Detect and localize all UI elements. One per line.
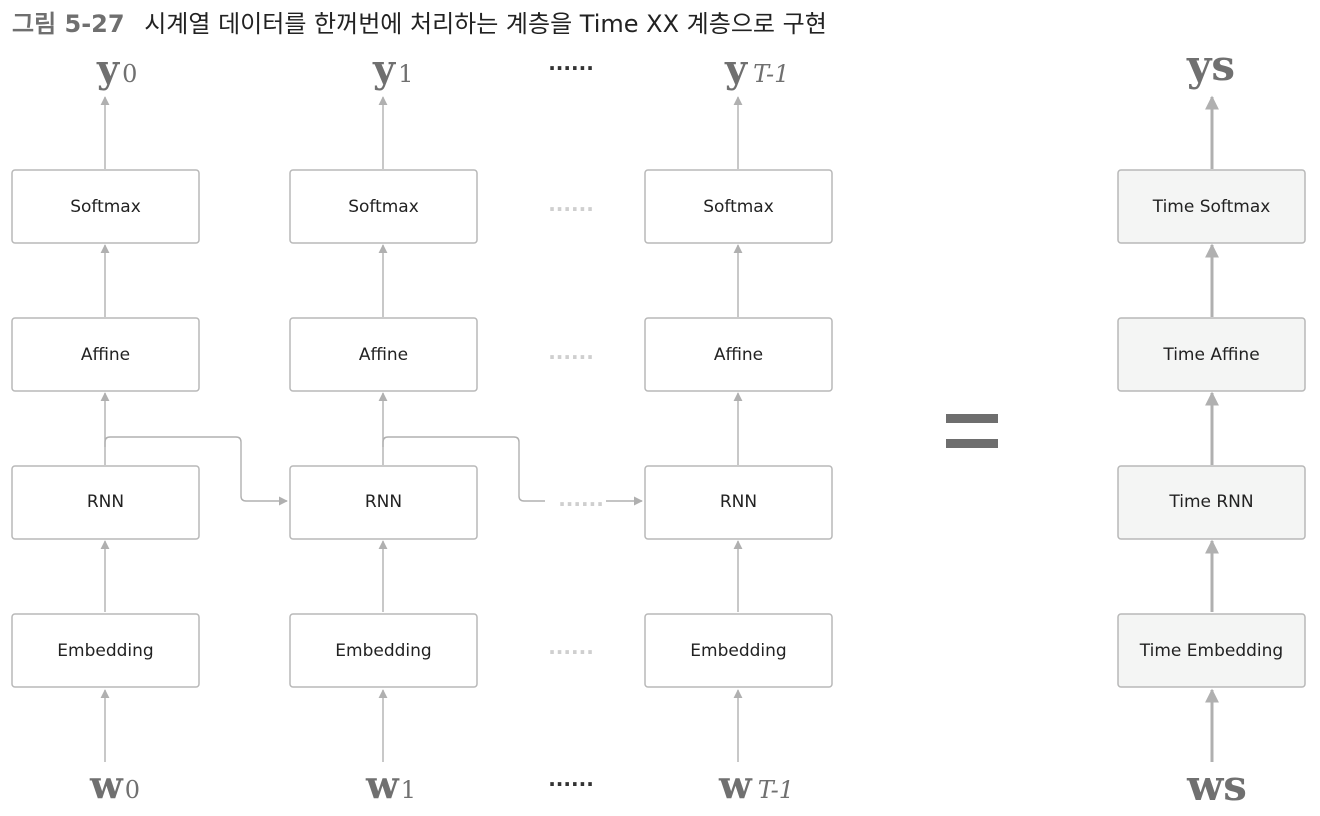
softmax-label-1: Softmax: [348, 197, 419, 217]
softmax-box-last: Softmax: [644, 169, 833, 244]
equals-sign: [946, 414, 998, 448]
affine-label-last: Affine: [714, 345, 763, 365]
embedding-box-1: Embedding: [289, 613, 478, 688]
softmax-label-last: Softmax: [703, 197, 774, 217]
softmax-label-0: Softmax: [70, 197, 141, 217]
recurrent-arrow-0-to-1: [104, 436, 288, 506]
equals-bar-bottom: [946, 439, 998, 448]
time-embedding-label: Time Embedding: [1139, 641, 1283, 661]
embedding-label-last: Embedding: [690, 641, 786, 661]
input-label-0: w0: [89, 762, 140, 807]
ellipsis-group: ...... ...... ...... ...... ...... .....…: [548, 51, 643, 791]
recurrent-arrow-1-out: [382, 436, 545, 502]
input-label-1: w1: [365, 762, 416, 807]
input-ellipsis: ......: [548, 767, 594, 791]
softmax-ellipsis: ......: [548, 192, 594, 216]
rnn-label-1: RNN: [365, 492, 402, 512]
time-affine-box: Time Affine: [1117, 317, 1306, 392]
affine-box-1: Affine: [289, 317, 478, 392]
embedding-label-0: Embedding: [57, 641, 153, 661]
affine-label-0: Affine: [81, 345, 130, 365]
affine-box-0: Affine: [11, 317, 200, 392]
rnn-label-0: RNN: [87, 492, 124, 512]
time-softmax-box: Time Softmax: [1117, 169, 1306, 244]
equals-bar-top: [946, 414, 998, 423]
time-rnn-label: Time RNN: [1168, 492, 1253, 512]
time-affine-label: Time Affine: [1162, 345, 1259, 365]
time-output-label: ys: [1186, 41, 1235, 90]
affine-ellipsis: ......: [548, 340, 594, 364]
output-ellipsis: ......: [548, 51, 594, 75]
time-softmax-label: Time Softmax: [1152, 197, 1271, 217]
rnn-label-last: RNN: [720, 492, 757, 512]
softmax-box-1: Softmax: [289, 169, 478, 244]
rnn-box-1: RNN: [289, 465, 478, 540]
time-embedding-box: Time Embedding: [1117, 613, 1306, 688]
time-rnn-box: Time RNN: [1117, 465, 1306, 540]
figure-title: 그림 5-27 시계열 데이터를 한꺼번에 처리하는 계층을 Time XX 계…: [12, 4, 827, 44]
time-layers-column: Time Softmax Time Affine Time RNN Time E…: [1117, 41, 1306, 810]
softmax-box-0: Softmax: [11, 169, 200, 244]
rnn-ellipsis: ......: [558, 487, 604, 511]
time-input-label: ws: [1186, 761, 1247, 810]
affine-box-last: Affine: [644, 317, 833, 392]
affine-label-1: Affine: [359, 345, 408, 365]
figure-label: 그림 5-27: [12, 10, 125, 38]
embedding-box-last: Embedding: [644, 613, 833, 688]
embedding-box-0: Embedding: [11, 613, 200, 688]
rnn-box-0: RNN: [11, 465, 200, 540]
figure-caption: 시계열 데이터를 한꺼번에 처리하는 계층을 Time XX 계층으로 구현: [144, 10, 827, 38]
rnn-box-last: RNN: [644, 465, 833, 540]
embedding-ellipsis: ......: [548, 635, 594, 659]
embedding-label-1: Embedding: [335, 641, 431, 661]
